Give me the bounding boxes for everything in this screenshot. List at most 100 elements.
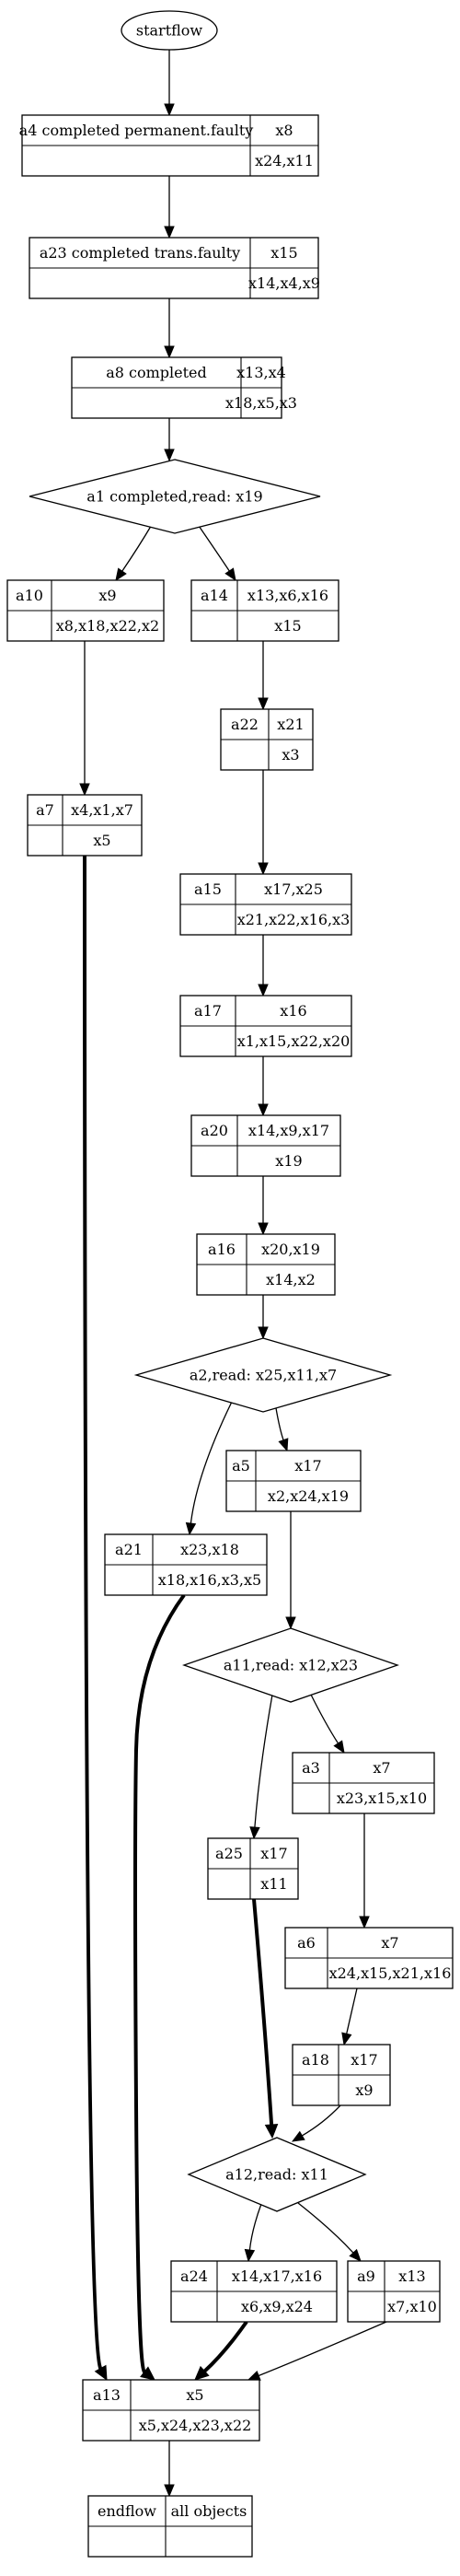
arrowhead xyxy=(244,2248,256,2263)
node-bottom-vars: x23,x15,x10 xyxy=(337,1789,427,1807)
node-end: endflow all objects xyxy=(87,2495,253,2558)
node-name: a14 xyxy=(201,587,228,604)
edge-a10-a7 xyxy=(79,641,90,797)
arrowhead xyxy=(264,2124,279,2139)
edge-a23-a8 xyxy=(164,298,175,359)
edge-a22-a15 xyxy=(258,770,269,876)
node-name: a18 xyxy=(302,2051,329,2069)
node-top-vars: x13 xyxy=(398,2267,425,2285)
edge-d3-a25 xyxy=(249,1694,273,1840)
node-bottom-vars: x11 xyxy=(260,1875,287,1893)
node-a20: a20 x14,x9,x17 x19 xyxy=(190,1114,341,1177)
edge-line xyxy=(310,1694,339,1744)
node-bottom-vars: x3 xyxy=(282,746,299,763)
node-bottom-vars: x18,x5,x3 xyxy=(225,394,297,412)
edge-d2-a21 xyxy=(185,1401,233,1536)
arrowhead xyxy=(185,1521,197,1536)
arrowhead xyxy=(164,2484,175,2498)
node-name: a16 xyxy=(208,1241,236,1258)
node-bottom-vars: x8,x18,x22,x2 xyxy=(56,617,159,635)
arrowhead xyxy=(247,2371,261,2381)
edge-a4-a23 xyxy=(164,176,175,239)
node-name: a25 xyxy=(215,1845,243,1862)
node-top-vars: x17 xyxy=(351,2051,377,2069)
node-bottom-vars: x9 xyxy=(355,2081,373,2099)
node-name: a20 xyxy=(201,1122,228,1139)
node-top-vars: x13,x6,x16 xyxy=(247,587,328,604)
edge-line xyxy=(301,2104,341,2137)
edge-line xyxy=(83,855,103,2370)
node-a18: a18 x17 x9 xyxy=(292,2044,391,2106)
node-top-vars: x14,x9,x17 xyxy=(248,1122,329,1139)
arrowhead xyxy=(115,567,127,582)
edge-line xyxy=(258,2321,387,2377)
edge-a13-end xyxy=(164,2441,175,2498)
edge-d1-a10 xyxy=(115,522,154,582)
arrowhead xyxy=(164,103,175,117)
node-bottom-vars: x1,x15,x22,x20 xyxy=(237,1032,351,1050)
edge-line xyxy=(252,1898,274,2126)
node-bottom-vars: x19 xyxy=(275,1152,302,1170)
edge-line xyxy=(196,522,230,572)
node-a14: a14 x13,x6,x16 x15 xyxy=(190,579,339,642)
node-top-vars: x13,x4 xyxy=(236,364,286,381)
arrowhead xyxy=(140,2366,155,2381)
node-a17: a17 x16 x1,x15,x22,x20 xyxy=(179,995,352,1057)
decision-diamond xyxy=(29,459,321,534)
decision-diamond xyxy=(182,1627,399,1703)
node-bottom-vars: x5,x24,x23,x22 xyxy=(139,2417,252,2434)
edges-layer xyxy=(79,50,387,2498)
start-label: startflow xyxy=(136,22,203,40)
node-top-vars: x7 xyxy=(381,1934,398,1952)
node-d2: a2,read: x25,x11,x7 xyxy=(133,1337,393,1413)
node-top-vars: x20,x19 xyxy=(261,1241,320,1258)
edge-line xyxy=(254,1694,273,1828)
node-bottom-vars: x2,x24,x19 xyxy=(268,1487,349,1505)
node-d3: a11,read: x12,x23 xyxy=(182,1627,399,1703)
node-name: endflow xyxy=(98,2502,156,2520)
edge-a7-a13 xyxy=(83,855,108,2382)
node-top-vars: x14,x17,x16 xyxy=(232,2267,322,2285)
decision-label: a2,read: x25,x11,x7 xyxy=(190,1367,337,1384)
arrowhead xyxy=(285,1616,296,1630)
node-top-vars: x7 xyxy=(373,1759,390,1777)
decision-label: a12,read: x11 xyxy=(225,2166,328,2184)
node-bottom-vars: x24,x15,x21,x16 xyxy=(329,1964,452,1982)
edge-line xyxy=(275,1407,284,1440)
edge-a15-a17 xyxy=(258,935,269,997)
node-bottom-vars: x24,x11 xyxy=(255,152,314,169)
start-ellipse xyxy=(121,10,218,51)
arrowhead xyxy=(164,226,175,239)
node-bottom-vars: x14,x4,x9 xyxy=(248,274,320,292)
arrowhead xyxy=(258,984,269,997)
node-name: a24 xyxy=(180,2267,208,2285)
edge-a3-a6 xyxy=(359,1813,370,1929)
edge-d1-a14 xyxy=(196,522,236,582)
arrowhead xyxy=(349,2248,362,2262)
arrowhead xyxy=(291,2130,305,2142)
node-bottom-vars: x18,x16,x3,x5 xyxy=(158,1571,261,1589)
node-top-vars: all objects xyxy=(171,2502,247,2520)
node-name: a13 xyxy=(93,2386,121,2404)
node-top-vars: x9 xyxy=(98,587,116,604)
edge-a16-d2 xyxy=(258,1295,269,1340)
node-top-vars: x15 xyxy=(270,244,297,262)
node-top-vars: x16 xyxy=(280,1002,306,1020)
node-name: a15 xyxy=(194,880,222,898)
node-name: a21 xyxy=(115,1541,143,1558)
edge-start-a4 xyxy=(164,50,175,117)
arrowhead xyxy=(341,2032,352,2046)
edge-d4-a24 xyxy=(244,2203,262,2263)
node-name: a17 xyxy=(194,1002,222,1020)
node-bottom-vars: x15 xyxy=(274,617,301,635)
